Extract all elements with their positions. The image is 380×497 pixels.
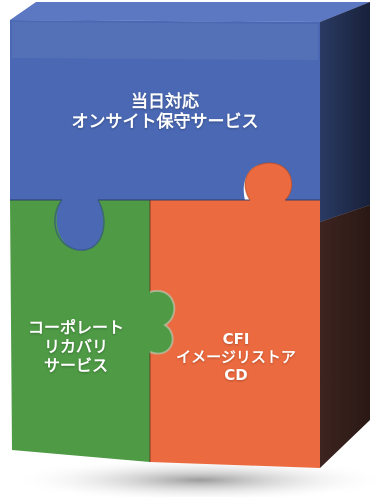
- left-piece-label: コーポレート リカバリ サービス: [14, 318, 138, 376]
- right-piece-shape: [150, 162, 320, 468]
- top-piece-shape: [10, 20, 320, 229]
- floor-shadow: [10, 458, 380, 497]
- right-piece-line-1: CFI: [222, 330, 250, 348]
- box-side-lower: [320, 205, 370, 468]
- top-piece-line-2: オンサイト保守サービス: [71, 112, 259, 133]
- right-piece-label: CFI イメージリストア CD: [156, 330, 316, 384]
- right-piece-line-2: イメージリストア: [176, 348, 296, 366]
- left-piece-line-2: リカバリ: [43, 337, 108, 357]
- top-piece-line-1: 当日対応: [131, 92, 199, 112]
- left-piece-line-3: サービス: [43, 356, 108, 376]
- box-top-face: [10, 2, 370, 22]
- top-piece-knob: [54, 200, 104, 251]
- right-piece-line-3: CD: [224, 366, 248, 384]
- box-side-upper: [320, 2, 370, 222]
- left-piece-shape: [10, 200, 175, 462]
- left-piece-line-1: コーポレート: [27, 318, 124, 337]
- top-piece-label: 当日対応 オンサイト保守サービス: [40, 92, 290, 133]
